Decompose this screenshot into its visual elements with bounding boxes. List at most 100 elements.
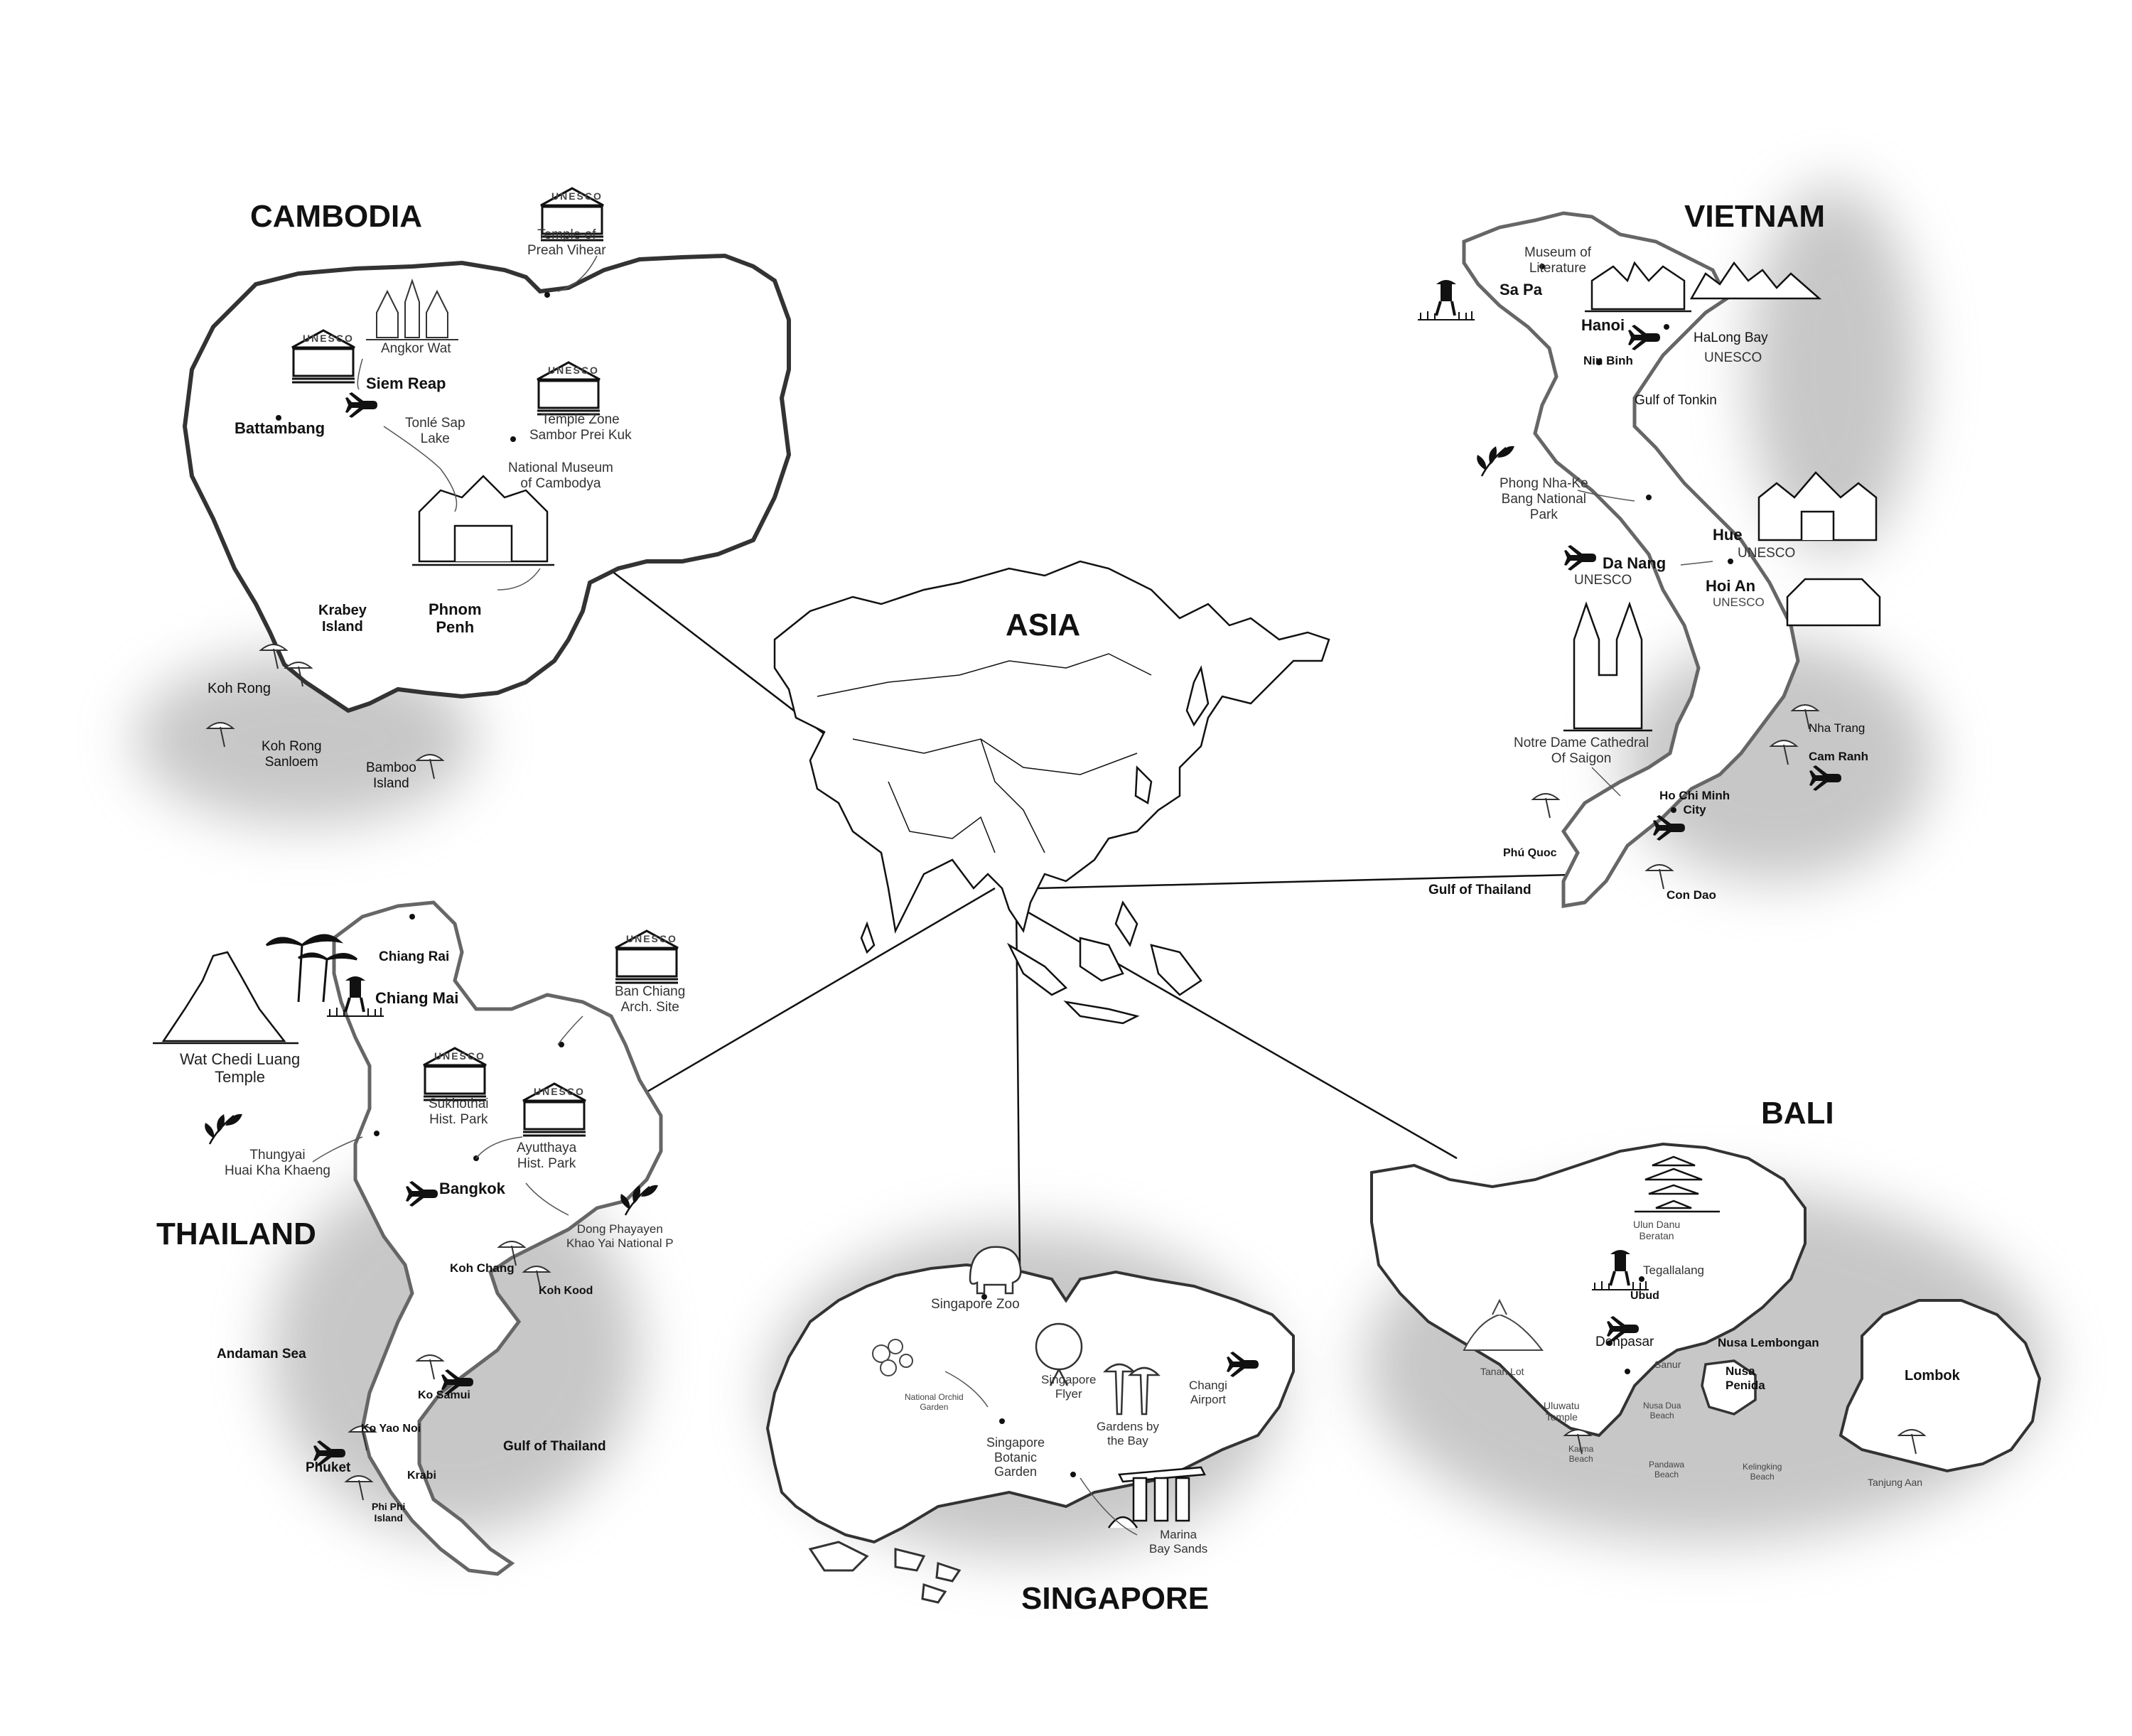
marina-bay-sands-icon [1107,1466,1206,1529]
nusa-penida-outline [1701,1359,1757,1416]
label-tonle-sap: Tonlé Sap Lake [405,416,465,446]
label-koh-rong: Koh Rong [208,681,271,696]
label-sanur: Sanur [1654,1359,1681,1370]
label-changi-airport: Changi Airport [1189,1379,1227,1406]
title-vietnam: VIETNAM [1684,199,1825,234]
label-hanoi: Hanoi [1581,316,1625,334]
title-asia: ASIA [1006,608,1081,642]
ulun-danu-icon [1635,1155,1720,1213]
lombok-outline [1838,1299,2042,1473]
label-pandawa-beach: Pandawa Beach [1649,1460,1685,1479]
hoi-an-bridge-icon [1786,578,1881,627]
label-battambang: Battambang [235,419,325,437]
label-notre-dame: Notre Dame Cathedral Of Saigon [1514,735,1649,766]
asia-map [773,560,1330,1025]
label-ko-samui: Ko Samui [418,1389,470,1401]
label-ho-chi-minh-city: Ho Chi Minh City [1659,789,1730,816]
label-gulf-of-thailand-th: Gulf of Thailand [503,1439,606,1454]
label-halong-bay: HaLong Bay [1694,330,1768,345]
label-tanah-lot: Tanah Lot [1480,1366,1524,1377]
label-national-museum: National Museum of Cambodya [508,460,613,491]
label-ayutthaya: Ayutthaya Hist. Park [517,1141,577,1171]
label-thungyai: Thungyai Huai Kha Khaeng [225,1148,330,1178]
hue-citadel-icon [1757,471,1878,541]
label-hoi-an-unesco: UNESCO [1713,595,1765,609]
label-hue: Hue [1713,526,1743,544]
label-ulun-danu: Ulun Danu Beratan [1633,1219,1681,1242]
label-museum-literature: Museum of Literature [1524,245,1591,276]
label-singapore-botanic-garden: Singapore Botanic Garden [986,1435,1045,1479]
connector-lines [589,554,1600,1266]
label-koh-chang: Koh Chang [450,1261,515,1275]
label-nusa-lembongan: Nusa Lembongan [1718,1336,1819,1349]
label-da-nang-unesco: UNESCO [1574,573,1632,588]
label-denpasar: Denpasar [1595,1335,1654,1349]
vietnam-outline [1462,211,1800,908]
label-hue-unesco: UNESCO [1738,546,1796,561]
label-sukhothai: Sukhothai Hist. Park [429,1096,489,1127]
location-dots [276,264,1733,1477]
label-lombok: Lombok [1905,1368,1960,1384]
label-ban-chiang: Ban Chiang Arch. Site [615,984,686,1015]
angkor-wat-icon [366,278,458,340]
label-wat-chedi-luang: Wat Chedi Luang Temple [180,1050,301,1087]
label-bangkok: Bangkok [439,1180,505,1197]
title-thailand: THAILAND [156,1217,316,1251]
title-cambodia: CAMBODIA [250,199,422,234]
label-phong-nha: Phong Nha-Ke Bang National Park [1500,476,1588,522]
label-uluwatu-temple: Uluwatu Temple [1544,1400,1580,1423]
label-ubud: Ubud [1630,1290,1659,1302]
label-singapore-flyer: Singapore Flyer [1041,1373,1097,1401]
halong-bay-icon [1689,261,1822,300]
notre-dame-icon [1563,601,1652,732]
unesco-icon-label: UNESCO [534,1086,585,1097]
unesco-icon-label: UNESCO [548,365,599,376]
label-tegallalang: Tegallalang [1643,1263,1705,1277]
label-koh-kood: Koh Kood [539,1285,593,1297]
label-phnom-penh: Phnom Penh [429,600,482,637]
label-bamboo-island: Bamboo Island [366,760,416,791]
label-phi-phi-island: Phi Phi Island [372,1501,406,1524]
wat-chedi-luang-icon [153,951,298,1045]
museum-cambodia-icon [412,475,554,566]
label-chiang-mai: Chiang Mai [375,989,459,1007]
label-singapore-zoo: Singapore Zoo [931,1297,1020,1312]
label-phu-quoc: Phú Quoc [1503,847,1557,859]
label-krabey-island: Krabey Island [318,603,367,635]
palm-tree-icon [265,934,357,1003]
label-con-dao: Con Dao [1667,888,1716,902]
label-gardens-by-the-bay: Gardens by the Bay [1097,1420,1159,1447]
label-cam-ranh: Cam Ranh [1809,750,1869,763]
label-da-nang: Da Nang [1603,554,1667,572]
label-sambor-prei-kuk: Temple Zone Sambor Prei Kuk [529,412,632,443]
supertree-icon [1102,1363,1161,1416]
label-nha-trang: Nha Trang [1809,721,1866,735]
label-andaman-sea: Andaman Sea [217,1347,306,1362]
label-sapa: Sa Pa [1500,281,1542,298]
singapore-flyer-icon [1035,1322,1083,1386]
label-kelingking-beach: Kelingking Beach [1743,1462,1782,1482]
label-gulf-of-thailand-vn: Gulf of Thailand [1428,883,1531,897]
label-angkor-wat: Angkor Wat [381,341,451,356]
label-phuket: Phuket [306,1460,351,1475]
title-bali: BALI [1761,1096,1834,1131]
label-nusa-dua-beach: Nusa Dua Beach [1643,1401,1681,1420]
thailand-outline [332,900,663,1576]
label-dong-phayayen: Dong Phayayen Khao Yai National P [566,1222,674,1250]
label-karma-beach: Karma Beach [1568,1444,1594,1464]
unesco-icon-label: UNESCO [551,190,603,202]
title-singapore: SINGAPORE [1021,1581,1210,1616]
label-nusa-penida: Nusa Penida [1725,1364,1765,1392]
label-siem-reap: Siem Reap [366,374,446,392]
singapore-islands [808,1541,962,1604]
orchid-icon [872,1339,913,1376]
label-krabi: Krabi [407,1470,436,1482]
unesco-icon-label: UNESCO [434,1050,485,1062]
unesco-icon-label: UNESCO [303,333,354,344]
label-ko-yao-noi: Ko Yao Noi [361,1423,421,1435]
label-chiang-rai: Chiang Rai [379,949,450,964]
annotation-leaders [312,255,1713,1536]
label-preah-vihear: Temple of Preah Vihear [527,227,606,258]
